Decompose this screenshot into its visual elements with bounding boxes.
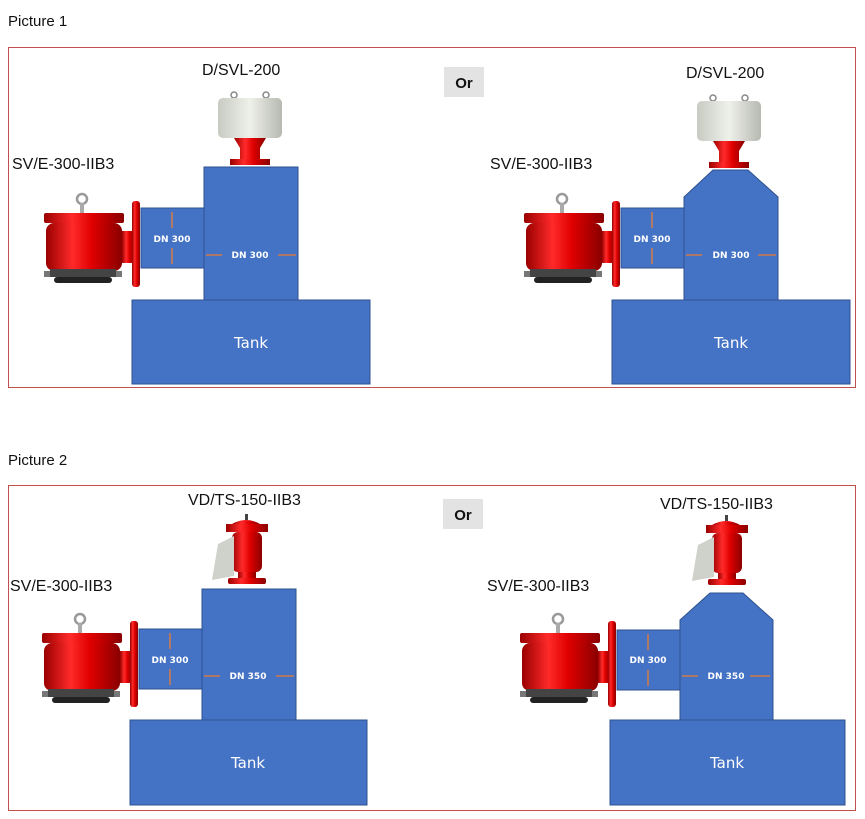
picture-2-variant-cone: VD/TS-150-IIB3 SV/E-300-IIB3 DN 300 DN 3…: [487, 496, 846, 806]
tank-label: Tank: [713, 334, 748, 352]
tank: [609, 719, 846, 806]
picture-1-frame: [8, 47, 856, 388]
column-dn-label: DN 350: [708, 672, 745, 682]
vdts-valve-icon: [692, 515, 748, 585]
column: [683, 169, 779, 301]
dimension-arrows: [171, 212, 296, 264]
column: [679, 592, 774, 721]
picture-1-variant-flat: D/SVL-200 SV/E-300-IIB3 DN 300 DN 300 Ta…: [12, 62, 371, 385]
top-valve-label: D/SVL-200: [202, 62, 280, 79]
sve-valve-icon: [522, 192, 622, 289]
tank-label: Tank: [230, 754, 265, 772]
or-box: [444, 67, 484, 97]
or-box: [443, 499, 483, 529]
picture-2-variant-flat: VD/TS-150-IIB3 SV/E-300-IIB3 DN 300 DN 3…: [10, 492, 368, 806]
top-valve-label: D/SVL-200: [686, 65, 764, 82]
sve-valve-icon: [40, 612, 140, 709]
or-label: Or: [455, 75, 473, 92]
picture-2-frame: [8, 485, 856, 811]
tank: [129, 719, 368, 806]
dimension-arrows: [647, 634, 770, 686]
dimension-arrows: [169, 633, 294, 685]
sve-valve-icon: [42, 192, 142, 289]
picture-2-title: Picture 2: [8, 452, 67, 469]
pipe-dn-label: DN 300: [630, 656, 667, 666]
pipe-dn-label: DN 300: [154, 235, 191, 245]
tank-label: Tank: [709, 754, 744, 772]
top-valve-label: VD/TS-150-IIB3: [188, 492, 301, 509]
column: [203, 166, 299, 301]
pipe-dn-label: DN 300: [634, 235, 671, 245]
dimension-arrows: [651, 212, 776, 264]
side-valve-label: SV/E-300-IIB3: [12, 156, 114, 173]
picture-1-title: Picture 1: [8, 13, 67, 30]
or-label: Or: [454, 507, 472, 524]
dsvl-valve-icon: [696, 94, 762, 169]
side-valve-label: SV/E-300-IIB3: [487, 578, 589, 595]
vdts-valve-icon: [212, 514, 268, 584]
tank: [131, 299, 371, 385]
pipe-dn-label: DN 300: [152, 656, 189, 666]
sve-valve-icon: [518, 612, 618, 709]
tank-label: Tank: [233, 334, 268, 352]
top-valve-label: VD/TS-150-IIB3: [660, 496, 773, 513]
picture-1-variant-cone: D/SVL-200 SV/E-300-IIB3 DN 300 DN 300 Ta…: [490, 65, 851, 385]
side-valve-label: SV/E-300-IIB3: [10, 578, 112, 595]
column-dn-label: DN 300: [232, 251, 269, 261]
dsvl-valve-icon: [217, 91, 283, 166]
column-dn-label: DN 300: [713, 251, 750, 261]
column: [201, 588, 297, 721]
tank: [611, 299, 851, 385]
side-valve-label: SV/E-300-IIB3: [490, 156, 592, 173]
column-dn-label: DN 350: [230, 672, 267, 682]
